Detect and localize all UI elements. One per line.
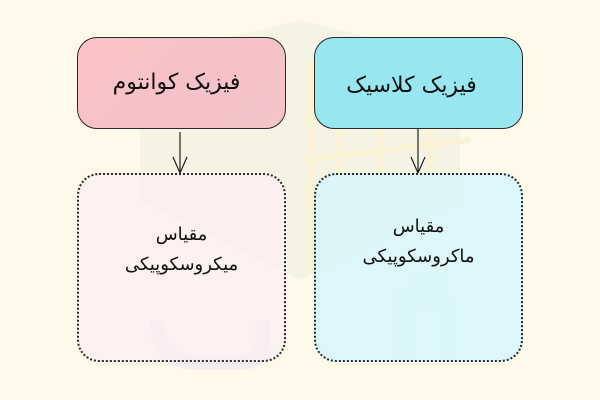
macroscopic-scale-line1: مقیاس [392,216,445,237]
microscopic-scale-box: مقیاس میکروسکوپیکی [77,173,286,362]
quantum-physics-label: فیزیک کوانتوم [112,70,241,95]
quantum-physics-box: فیزیک کوانتوم [77,37,286,129]
arrow-quantum-to-micro [172,132,188,175]
classical-physics-label: فیزیک کلاسیک [346,73,477,98]
macroscopic-scale-box: مقیاس ماکروسکوپیکی [314,173,523,362]
microscopic-scale-line1: مقیاس [155,224,208,245]
macroscopic-scale-line2: ماکروسکوپیکی [362,246,475,267]
arrow-classic-to-macro [410,129,426,175]
microscopic-scale-line2: میکروسکوپیکی [124,254,239,275]
classical-physics-box: فیزیک کلاسیک [314,37,523,129]
